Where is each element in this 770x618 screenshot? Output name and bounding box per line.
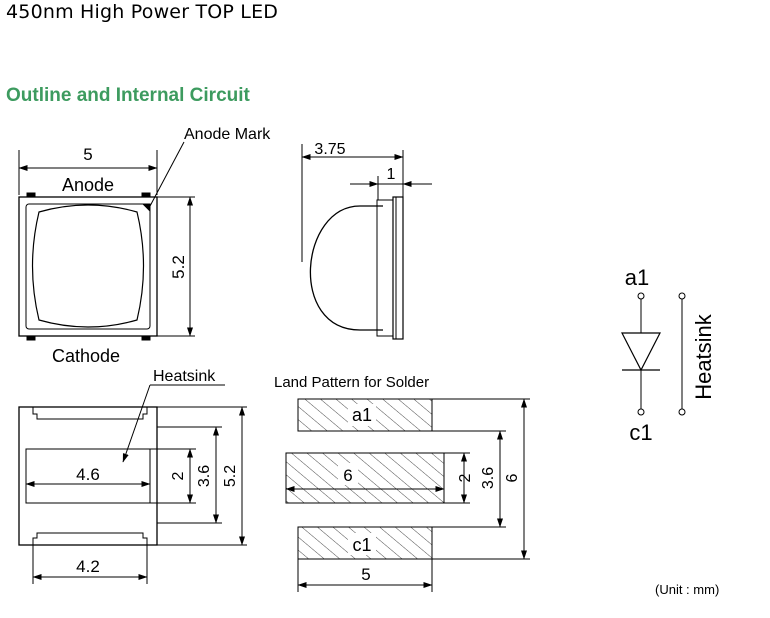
pad-height-label: 2 <box>170 471 187 480</box>
package-outline <box>18 196 158 337</box>
anode-mark <box>141 203 151 213</box>
heatsink-terminal <box>678 408 686 416</box>
outer-height-label: 5.2 <box>222 465 239 487</box>
land-inner-height-label: 3.6 <box>480 467 497 489</box>
circuit-cathode-label: c1 <box>629 420 652 445</box>
depth-label: 3.75 <box>314 141 345 158</box>
circuit-heatsink-label: Heatsink <box>691 313 716 400</box>
diode-symbol <box>621 332 661 372</box>
circuit-diagram <box>621 292 686 416</box>
land-center-height-label: 2 <box>457 473 474 482</box>
anode-label: Anode <box>62 175 114 195</box>
pad-width-label: 4.6 <box>76 465 100 484</box>
lens-dome <box>309 205 383 331</box>
top-view <box>18 141 195 341</box>
anode-terminal <box>637 292 645 300</box>
cathode-terminal <box>637 408 645 416</box>
top-width-label: 5 <box>83 145 92 164</box>
land-outer-height-label: 6 <box>504 473 521 482</box>
land-pattern <box>285 398 530 592</box>
bottom-outline <box>18 406 158 546</box>
inner-height-label: 3.6 <box>196 465 213 487</box>
heatsink-pad <box>25 448 151 504</box>
flange-label: 1 <box>387 166 396 183</box>
land-pattern-title: Land Pattern for Solder <box>274 374 429 391</box>
section-heading: Outline and Internal Circuit <box>6 85 250 106</box>
anode-mark-label: Anode Mark <box>184 126 271 143</box>
land-a1-label: a1 <box>352 405 372 425</box>
heatsink-label: Heatsink <box>153 368 216 385</box>
side-view <box>301 144 432 340</box>
top-height-label: 5.2 <box>169 255 188 279</box>
circuit-anode-label: a1 <box>625 265 649 290</box>
cathode-label: Cathode <box>52 346 120 366</box>
lens-outline <box>31 204 145 328</box>
land-pad-center <box>285 452 445 504</box>
bottom-width-label: 4.2 <box>76 557 100 576</box>
land-center-width-label: 6 <box>343 466 352 485</box>
unit-note: (Unit : mm) <box>655 582 720 597</box>
document-title: 450nm High Power TOP LED <box>6 1 279 23</box>
land-c1-label: c1 <box>352 535 371 555</box>
bottom-view <box>18 384 247 584</box>
land-bottom-width-label: 5 <box>361 565 370 584</box>
